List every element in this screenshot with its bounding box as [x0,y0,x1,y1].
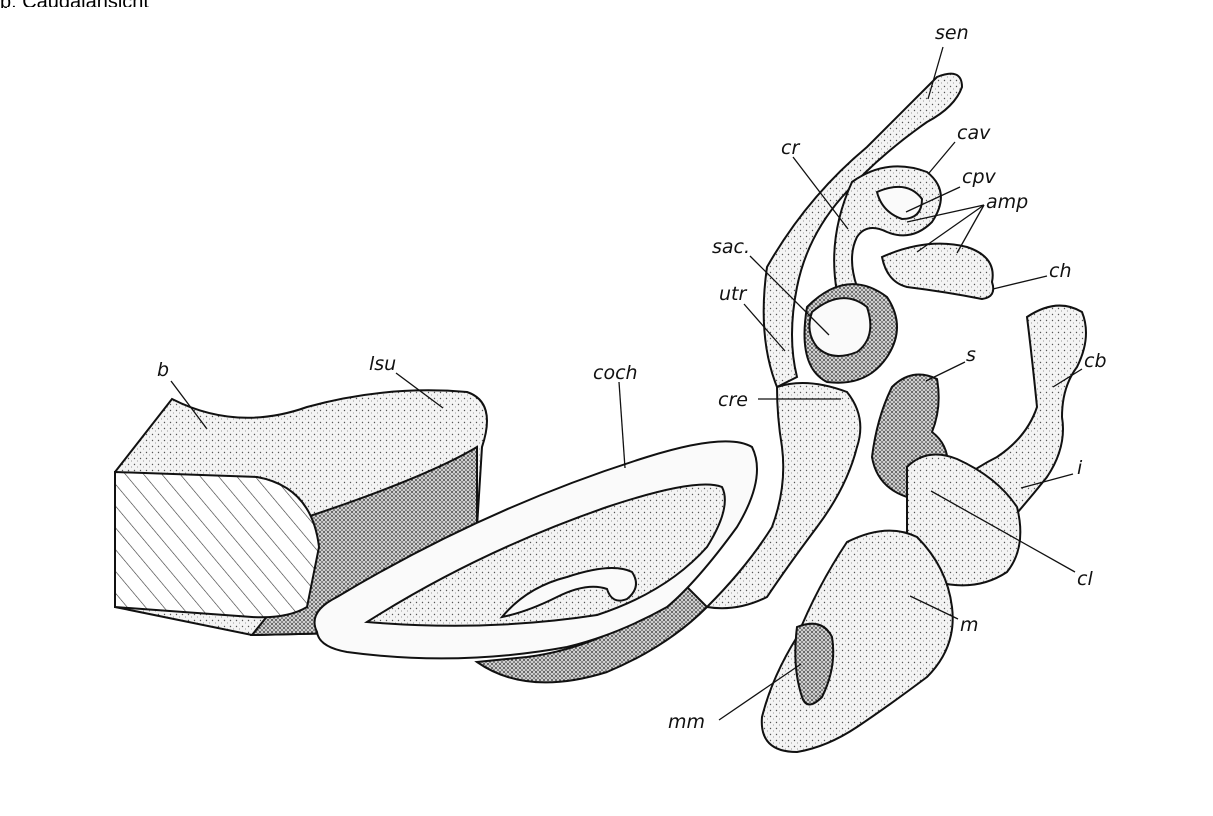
label-cb: cb [1084,350,1107,372]
label-cr: cr [781,137,800,159]
label-cre: cre [718,389,748,411]
label-s: s [966,344,976,366]
label-cpv: cpv [962,166,997,188]
label-ch: ch [1049,260,1072,282]
label-coch: coch [593,362,638,384]
label-cl: cl [1077,568,1093,590]
label-mm: mm [668,711,705,733]
label-b: b [157,359,169,381]
label-cav: cav [957,122,991,144]
ear-anatomy-drawing: sen cav cr cpv amp sac. ch utr b lsu coc… [7,7,1210,812]
label-i: i [1077,457,1083,479]
vestibular-apparatus [764,74,994,387]
label-amp: amp [986,191,1028,213]
label-sac: sac. [712,236,750,258]
label-sen: sen [935,22,969,44]
label-lsu: lsu [369,353,396,375]
label-utr: utr [719,283,747,305]
label-m: m [960,614,979,636]
figure-panel: sen cav cr cpv amp sac. ch utr b lsu coc… [7,7,1210,812]
